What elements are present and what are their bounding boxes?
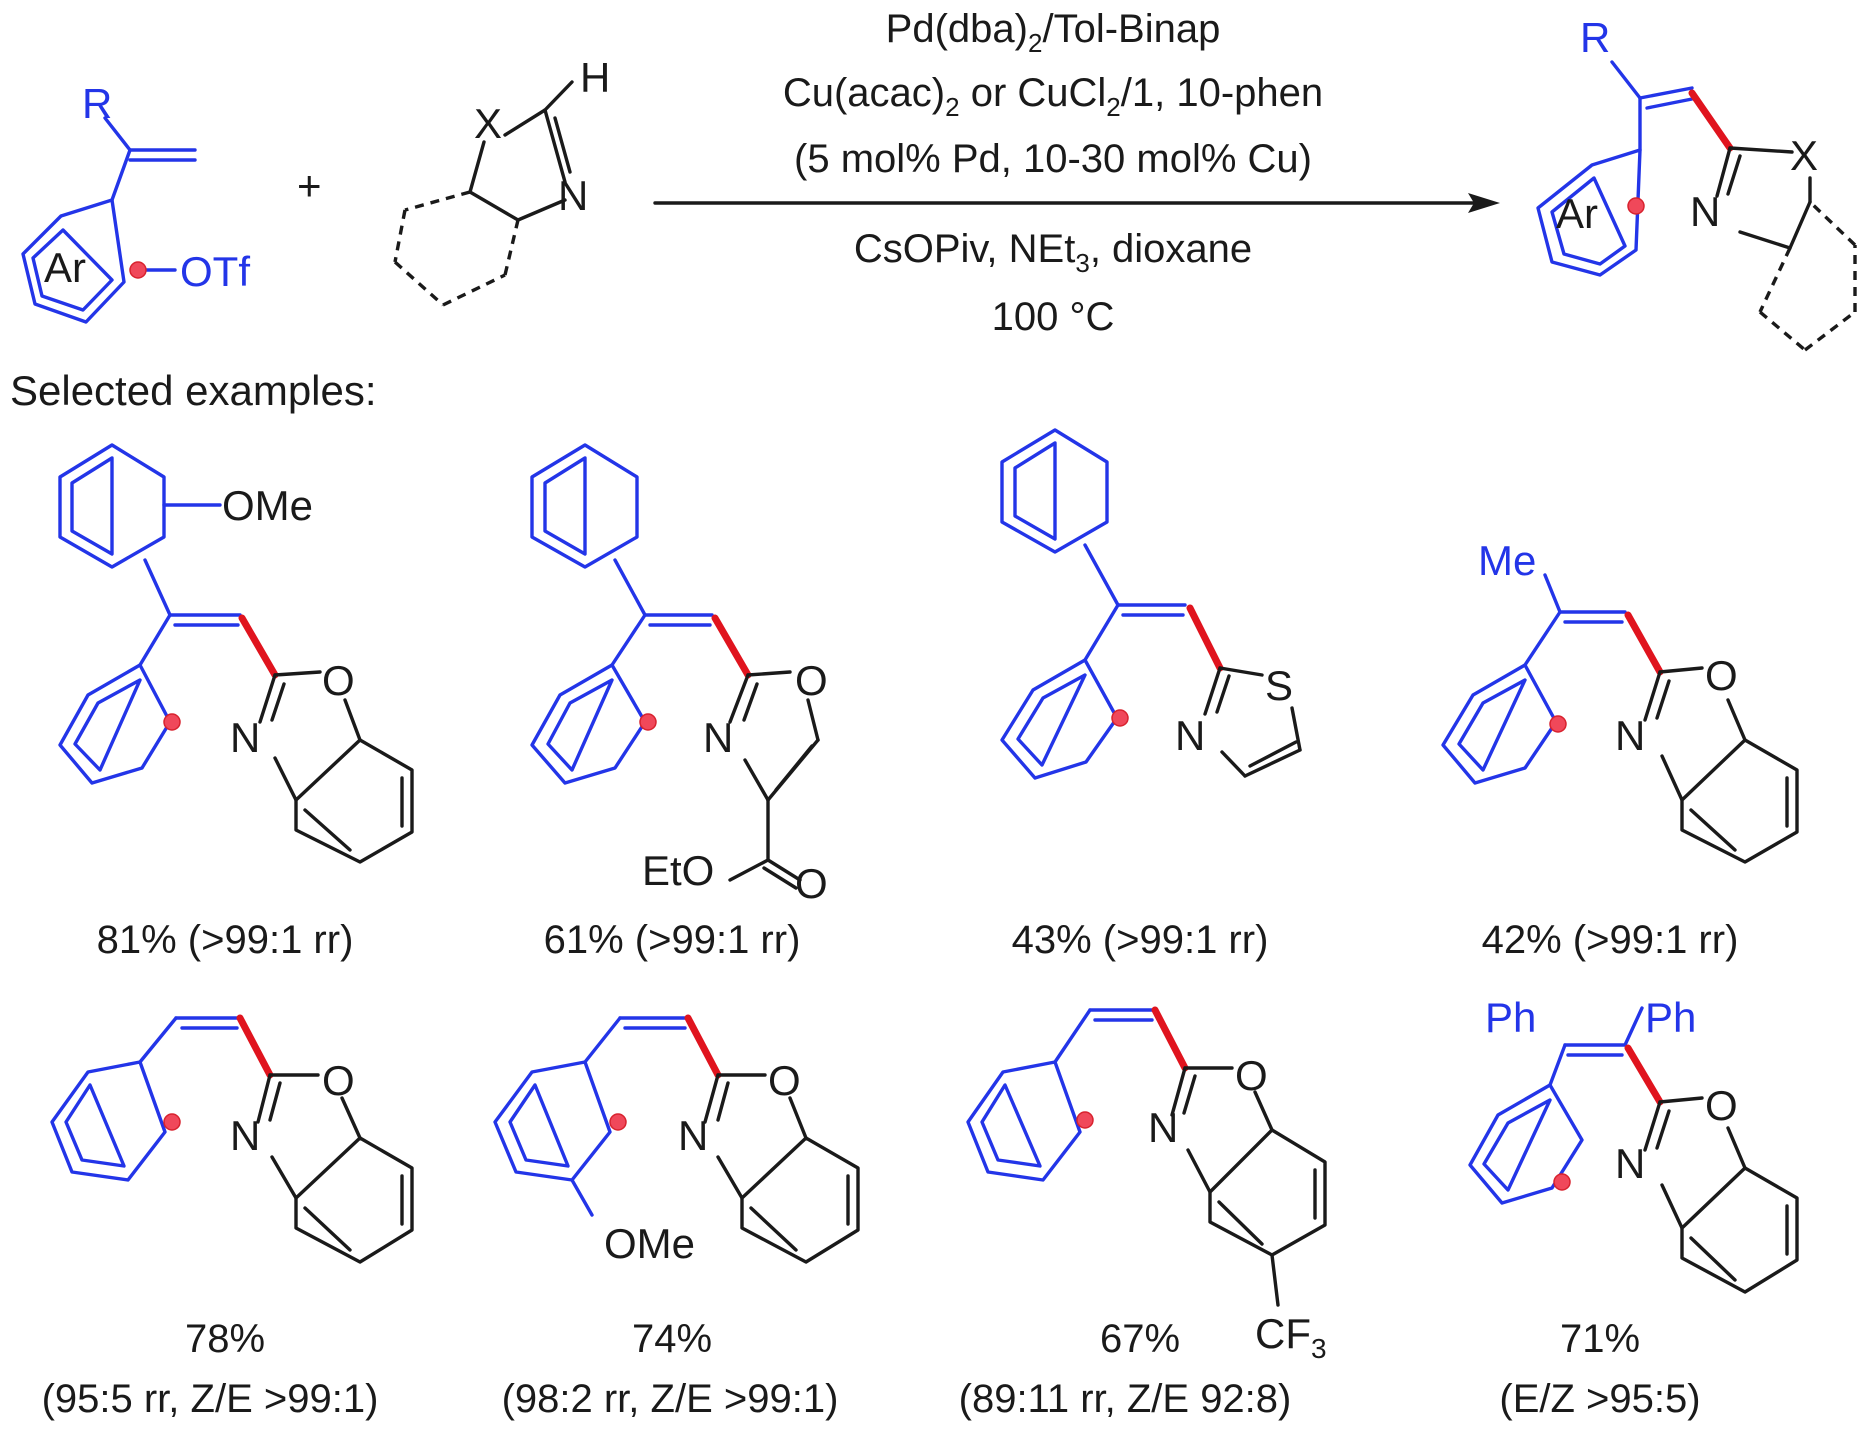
- reactant-vinyl-aryl-triflate: R Ar OTf: [21, 80, 250, 324]
- example-3: S N 43% (>99:1 rr): [1000, 428, 1302, 962]
- benzo-ring: [1680, 1166, 1799, 1294]
- substituent-r: R: [82, 80, 112, 127]
- phenyl-ring: [50, 1060, 167, 1182]
- nitrogen-label: N: [1148, 1104, 1178, 1151]
- example-1: OMe O N 81% (>99:1 rr): [58, 443, 414, 962]
- activation-dot: [1553, 1173, 1571, 1191]
- activation-dot: [1111, 709, 1129, 727]
- yield-label: 71%: [1560, 1317, 1640, 1361]
- benzo-ring: [294, 1136, 414, 1264]
- selectivity-label: (89:11 rr, Z/E 92:8): [959, 1377, 1292, 1421]
- methyl-label: Me: [1478, 537, 1536, 584]
- triflate-label: OTf: [180, 248, 250, 295]
- phenyl-label-left: Ph: [1485, 994, 1536, 1041]
- reaction-conditions: Pd(dba)2/Tol-Binap Cu(acac)2 or CuCl2/1,…: [653, 7, 1500, 339]
- yield-label: 61% (>99:1 rr): [544, 918, 801, 962]
- yield-label: 43% (>99:1 rr): [1012, 918, 1269, 962]
- yield-label: 81% (>99:1 rr): [97, 918, 354, 962]
- nitrogen-label: N: [230, 714, 260, 761]
- phenyl-ring: [530, 663, 647, 785]
- activation-dot: [1549, 715, 1567, 733]
- yield-label: 67%: [1100, 1317, 1180, 1361]
- trifluoromethyl-label: CF3: [1255, 1310, 1327, 1364]
- example-5: O N 78% (95:5 rr, Z/E >99:1): [42, 1014, 414, 1421]
- example-4: Me O N 42% (>99:1 rr): [1441, 537, 1799, 962]
- product: R Ar X N: [1536, 14, 1857, 352]
- benzo-ring: [1680, 738, 1799, 864]
- phenyl-ring: [1468, 1083, 1584, 1205]
- oxygen-label: O: [1235, 1052, 1268, 1099]
- conditions-line-1: Pd(dba)2/Tol-Binap: [886, 7, 1221, 58]
- oxygen-label: O: [1705, 652, 1738, 699]
- nitrogen-label: N: [1615, 1140, 1645, 1187]
- nitrogen-label: N: [678, 1112, 708, 1159]
- benzo-ring: [1208, 1128, 1327, 1257]
- example-6: OMe O N 74% (98:2 rr, Z/E >99:1): [493, 1014, 860, 1421]
- phenyl-ring: [966, 1060, 1082, 1182]
- aryl-ring: [21, 198, 126, 324]
- conditions-line-2: Cu(acac)2 or CuCl2/1, 10-phen: [783, 71, 1323, 122]
- oxygen-label: O: [1705, 1082, 1738, 1129]
- nitrogen-label: N: [230, 1112, 260, 1159]
- c2-hydrogen: H: [580, 54, 610, 101]
- ethoxy-label: EtO: [642, 847, 714, 894]
- product-substituent-r: R: [1580, 14, 1610, 61]
- example-7: O N CF3 67% (89:11 rr, Z/E 92:8): [959, 1006, 1327, 1421]
- product-aryl-label: Ar: [1556, 190, 1598, 237]
- product-hetero-atom-x: X: [1790, 132, 1818, 179]
- methoxy-label: OMe: [222, 482, 313, 529]
- yield-label: 42% (>99:1 rr): [1482, 918, 1739, 962]
- activation-dot: [609, 1113, 627, 1131]
- conditions-line-4: CsOPiv, NEt3, dioxane: [854, 227, 1252, 278]
- carbonyl-oxygen-label: O: [795, 860, 828, 907]
- nitrogen-label: N: [703, 714, 733, 761]
- product-nitrogen: N: [1690, 188, 1720, 235]
- phenyl-ring-top: [530, 443, 639, 569]
- methoxy-label: OMe: [604, 1220, 695, 1267]
- anisyl-ring: [58, 443, 166, 569]
- product-aryl-ring: [1536, 148, 1642, 277]
- selectivity-label: (98:2 rr, Z/E >99:1): [502, 1377, 839, 1421]
- benzo-ring: [294, 738, 414, 864]
- section-label: Selected examples:: [10, 367, 377, 414]
- oxygen-label: O: [322, 657, 355, 704]
- yield-label: 78%: [185, 1317, 265, 1361]
- product-aryl-ring-inner: [1550, 176, 1627, 266]
- activation-dot: [639, 713, 657, 731]
- nitrogen-label: N: [1615, 712, 1645, 759]
- conditions-line-5: 100 °C: [992, 295, 1115, 339]
- reactant-azole: X N H: [393, 54, 610, 307]
- phenyl-ring: [1000, 658, 1119, 780]
- phenyl-ring: [1441, 663, 1558, 785]
- yield-label: 74%: [632, 1317, 712, 1361]
- oxygen-label: O: [322, 1057, 355, 1104]
- phenyl-ring: [58, 663, 172, 785]
- sulfur-label: S: [1265, 662, 1293, 709]
- aryl-ring-inner: [31, 228, 114, 312]
- activation-dot: [163, 713, 181, 731]
- example-2: O N EtO O 61% (>99:1 rr): [530, 443, 828, 962]
- activation-dot: [163, 1113, 181, 1131]
- activation-dot: [1076, 1111, 1094, 1129]
- plus-sign: +: [297, 162, 322, 209]
- product-activation-dot: [1627, 197, 1645, 215]
- azole-nitrogen: N: [558, 172, 588, 219]
- activation-site-dot: [129, 261, 147, 279]
- benzo-ring: [740, 1136, 860, 1264]
- reaction-arrowhead: [1468, 193, 1500, 213]
- nitrogen-label: N: [1175, 712, 1205, 759]
- oxygen-label: O: [795, 657, 828, 704]
- selectivity-label: (E/Z >95:5): [1499, 1377, 1700, 1421]
- phenyl-ring-top: [1000, 428, 1109, 554]
- phenyl-label-right: Ph: [1645, 994, 1696, 1041]
- example-8: Ph Ph O N 71% (E/Z >95:5): [1468, 994, 1799, 1421]
- hetero-atom-x: X: [474, 100, 502, 147]
- oxygen-label: O: [768, 1057, 801, 1104]
- anisyl-ring: [493, 1060, 612, 1182]
- conditions-line-3: (5 mol% Pd, 10-30 mol% Cu): [794, 137, 1312, 181]
- aryl-label: Ar: [44, 244, 86, 291]
- selectivity-label: (95:5 rr, Z/E >99:1): [42, 1377, 379, 1421]
